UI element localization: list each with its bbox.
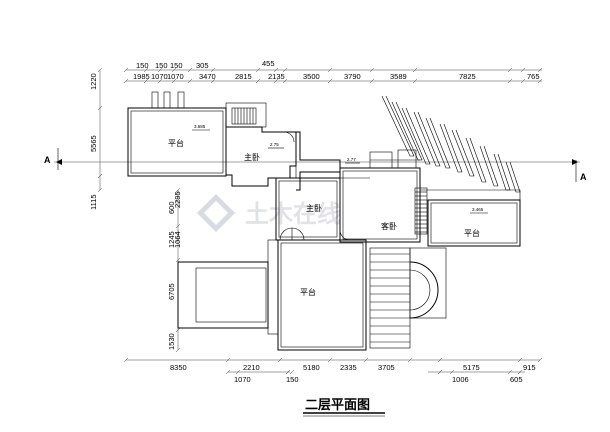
louver-fin xyxy=(505,161,521,193)
dim-top-1070b: 1070 xyxy=(167,72,184,81)
room-guest-bedroom: 客卧 xyxy=(381,221,397,231)
watermark-logo-icon xyxy=(196,193,236,233)
room-master-bedroom-1: 主卧 xyxy=(244,152,260,162)
section-mark-left: A xyxy=(44,155,51,165)
dim-left-1064: 1064 xyxy=(173,231,182,248)
top-dimensions: 150 150 150 305 455 1985 1070 1070 3470 … xyxy=(123,59,543,84)
dim-left-600: 600 xyxy=(167,201,176,214)
dim-left-2295-visible: 2295 xyxy=(173,191,182,208)
louver-fin xyxy=(479,145,499,187)
dim-left-1220: 1220 xyxy=(89,73,98,90)
dim-top-3790: 3790 xyxy=(344,72,361,81)
louver-fin xyxy=(439,123,463,173)
dim-top-765: 765 xyxy=(527,72,540,81)
level-mark-1: 3.685 xyxy=(194,124,206,129)
dim-bottom-5180: 5180 xyxy=(303,363,320,372)
room-master-bedroom-2: 主卧 xyxy=(306,203,322,213)
level-mark-2: 2.75 xyxy=(270,142,279,147)
louver-fin xyxy=(391,101,423,161)
dim-top-3500: 3500 xyxy=(303,72,320,81)
dim-bottom-3705: 3705 xyxy=(378,363,395,372)
room-terrace-3: 平台 xyxy=(300,287,316,297)
section-mark-right: A xyxy=(580,172,587,182)
dim-top-2135: 2135 xyxy=(268,72,285,81)
louver-fin xyxy=(425,117,451,169)
dim-top-7825: 7825 xyxy=(459,72,476,81)
louver-screen xyxy=(381,95,521,193)
dim-bottom-1070: 1070 xyxy=(234,375,251,384)
drawing-title: 二层平面图 xyxy=(305,398,370,413)
dim-bottom-2335: 2335 xyxy=(340,363,357,372)
dim-top-3589: 3589 xyxy=(390,72,407,81)
watermark-text: 土木在线 xyxy=(245,200,341,228)
drawing-title-block: 二层平面图 xyxy=(303,398,385,417)
louver-fin xyxy=(413,111,441,167)
left-dimensions: 1220 5565 1115 600 2295 2295 1245 1064 6… xyxy=(89,67,182,353)
louver-fin xyxy=(493,153,511,191)
level-mark-4: 3.465 xyxy=(472,207,484,212)
dim-top-3470: 3470 xyxy=(199,72,216,81)
dim-left-1245: 1245 xyxy=(167,231,176,248)
dim-left-6705: 6705 xyxy=(167,283,176,300)
section-line: A A xyxy=(44,148,587,182)
dim-top-150b: 150 xyxy=(155,61,168,70)
louver-fin xyxy=(401,107,431,165)
room-labels: 平台 主卧 主卧 客卧 平台 平台 xyxy=(168,138,480,297)
dim-left-1530: 1530 xyxy=(167,333,176,350)
room-terrace-1: 平台 xyxy=(168,138,184,148)
dim-left-5565: 5565 xyxy=(89,135,98,152)
dim-top-150c: 150 xyxy=(170,61,183,70)
dim-bottom-2210: 2210 xyxy=(243,363,260,372)
bottom-dimensions: 8350 2210 5180 2335 3705 5175 915 1070 1… xyxy=(123,357,543,384)
louver-fin xyxy=(451,129,475,177)
dim-bottom-605: 605 xyxy=(510,375,523,384)
dim-bottom-915: 915 xyxy=(523,363,536,372)
dim-bottom-5175: 5175 xyxy=(463,363,480,372)
louver-fin xyxy=(381,95,415,157)
dim-top-305: 305 xyxy=(196,61,209,70)
dim-left-1115: 1115 xyxy=(89,194,98,210)
level-marks: 3.685 2.75 2.77 3.465 xyxy=(192,124,488,214)
dim-top-1070a: 1070 xyxy=(151,72,168,81)
watermark: 土木在线 xyxy=(196,193,341,233)
level-mark-3: 2.77 xyxy=(347,157,356,162)
dim-bottom-150: 150 xyxy=(286,375,299,384)
dim-top-150a: 150 xyxy=(136,61,149,70)
louver-fin xyxy=(465,137,487,183)
dim-bottom-8350: 8350 xyxy=(170,363,187,372)
room-terrace-2: 平台 xyxy=(464,228,480,238)
dim-bottom-1006: 1006 xyxy=(452,375,469,384)
dim-top-455: 455 xyxy=(262,59,275,68)
dim-top-1985: 1985 xyxy=(133,72,150,81)
dim-top-2815: 2815 xyxy=(235,72,252,81)
